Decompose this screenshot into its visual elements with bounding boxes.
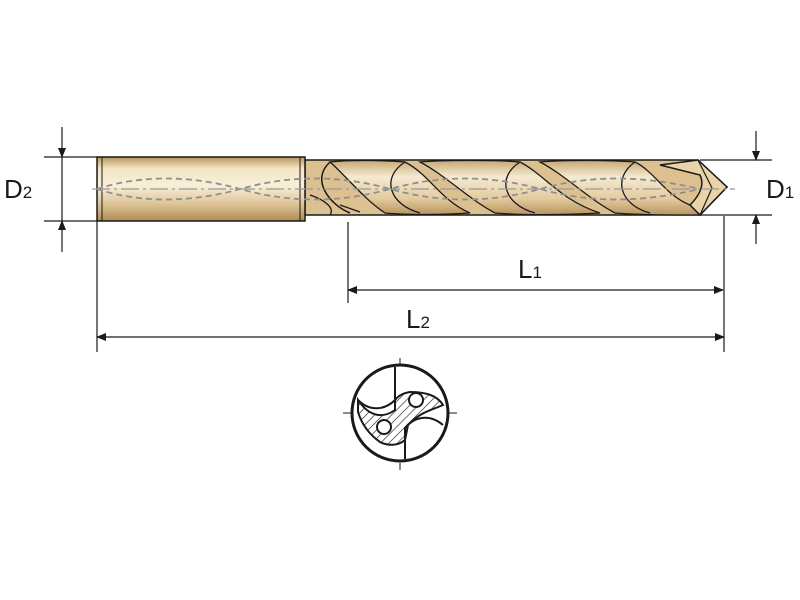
dimension-d1: D1 <box>700 131 794 244</box>
flute-edge-3 <box>505 161 536 214</box>
dimension-l2: L2 <box>96 216 725 352</box>
dimension-l1: L1 <box>347 222 724 303</box>
drill-body <box>92 156 735 222</box>
cross-section-view <box>343 358 457 470</box>
d2-label: D2 <box>4 174 32 204</box>
flute-edge-4 <box>621 161 651 214</box>
flute-edge-1 <box>321 161 351 214</box>
coolant-hole-2 <box>376 419 392 435</box>
flute-profile-bottom <box>404 416 444 459</box>
helix-land-1 <box>328 159 471 216</box>
l2-label: L2 <box>406 304 430 334</box>
l1-label: L1 <box>518 254 542 284</box>
helix-land-2 <box>417 159 601 216</box>
dimension-d2: D2 <box>4 127 97 252</box>
flute-runout <box>309 194 361 216</box>
coolant-hole-1 <box>408 392 424 408</box>
d1-label: D1 <box>766 174 794 204</box>
flute-profile-top <box>357 367 396 410</box>
flute-edge-2 <box>390 161 421 214</box>
drill-point <box>659 159 729 217</box>
